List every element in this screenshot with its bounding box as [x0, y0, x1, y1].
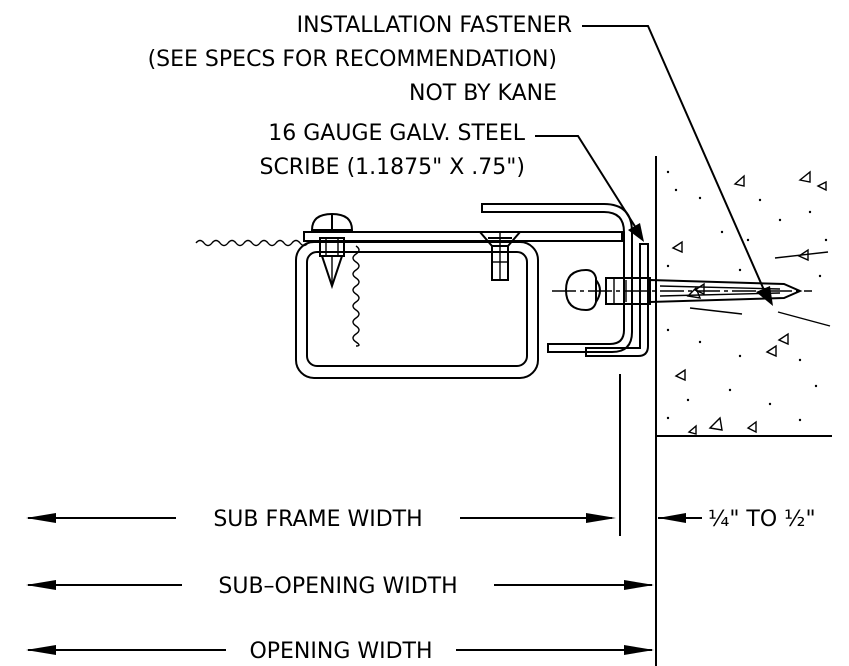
steel-scribe-channel [481, 203, 649, 357]
gap-label: ¼" TO ½" [708, 507, 816, 532]
concrete-wall [655, 156, 832, 666]
pan-head-screw [310, 212, 354, 290]
opening-width-label: OPENING WIDTH [249, 639, 432, 664]
gap-dimension [658, 513, 702, 523]
flat-head-screw [477, 231, 523, 281]
fastener-label-line2: (SEE SPECS FOR RECOMMENDATION) [148, 47, 557, 72]
sub-opening-width-label: SUB–OPENING WIDTH [218, 574, 457, 599]
flange-strip [303, 231, 623, 242]
wall-finish-wavy-line [195, 239, 309, 247]
sub-frame-width-label: SUB FRAME WIDTH [213, 507, 422, 532]
fastener-leader-arrow [582, 25, 773, 306]
sub-opening-width-dimension [26, 580, 654, 590]
sealant-wavy-line [352, 245, 360, 347]
scribe-label-line1: 16 GAUGE GALV. STEEL [268, 121, 525, 146]
installation-fastener [552, 268, 812, 312]
sub-frame-width-dimension [26, 513, 616, 523]
scribe-label-line2: SCRIBE (1.1875" X .75") [259, 155, 525, 180]
fastener-label-line3: NOT BY KANE [409, 81, 557, 106]
fastener-label-line1: INSTALLATION FASTENER [297, 13, 572, 38]
opening-width-dimension [26, 645, 654, 655]
scribe-leader-arrow [535, 135, 644, 242]
